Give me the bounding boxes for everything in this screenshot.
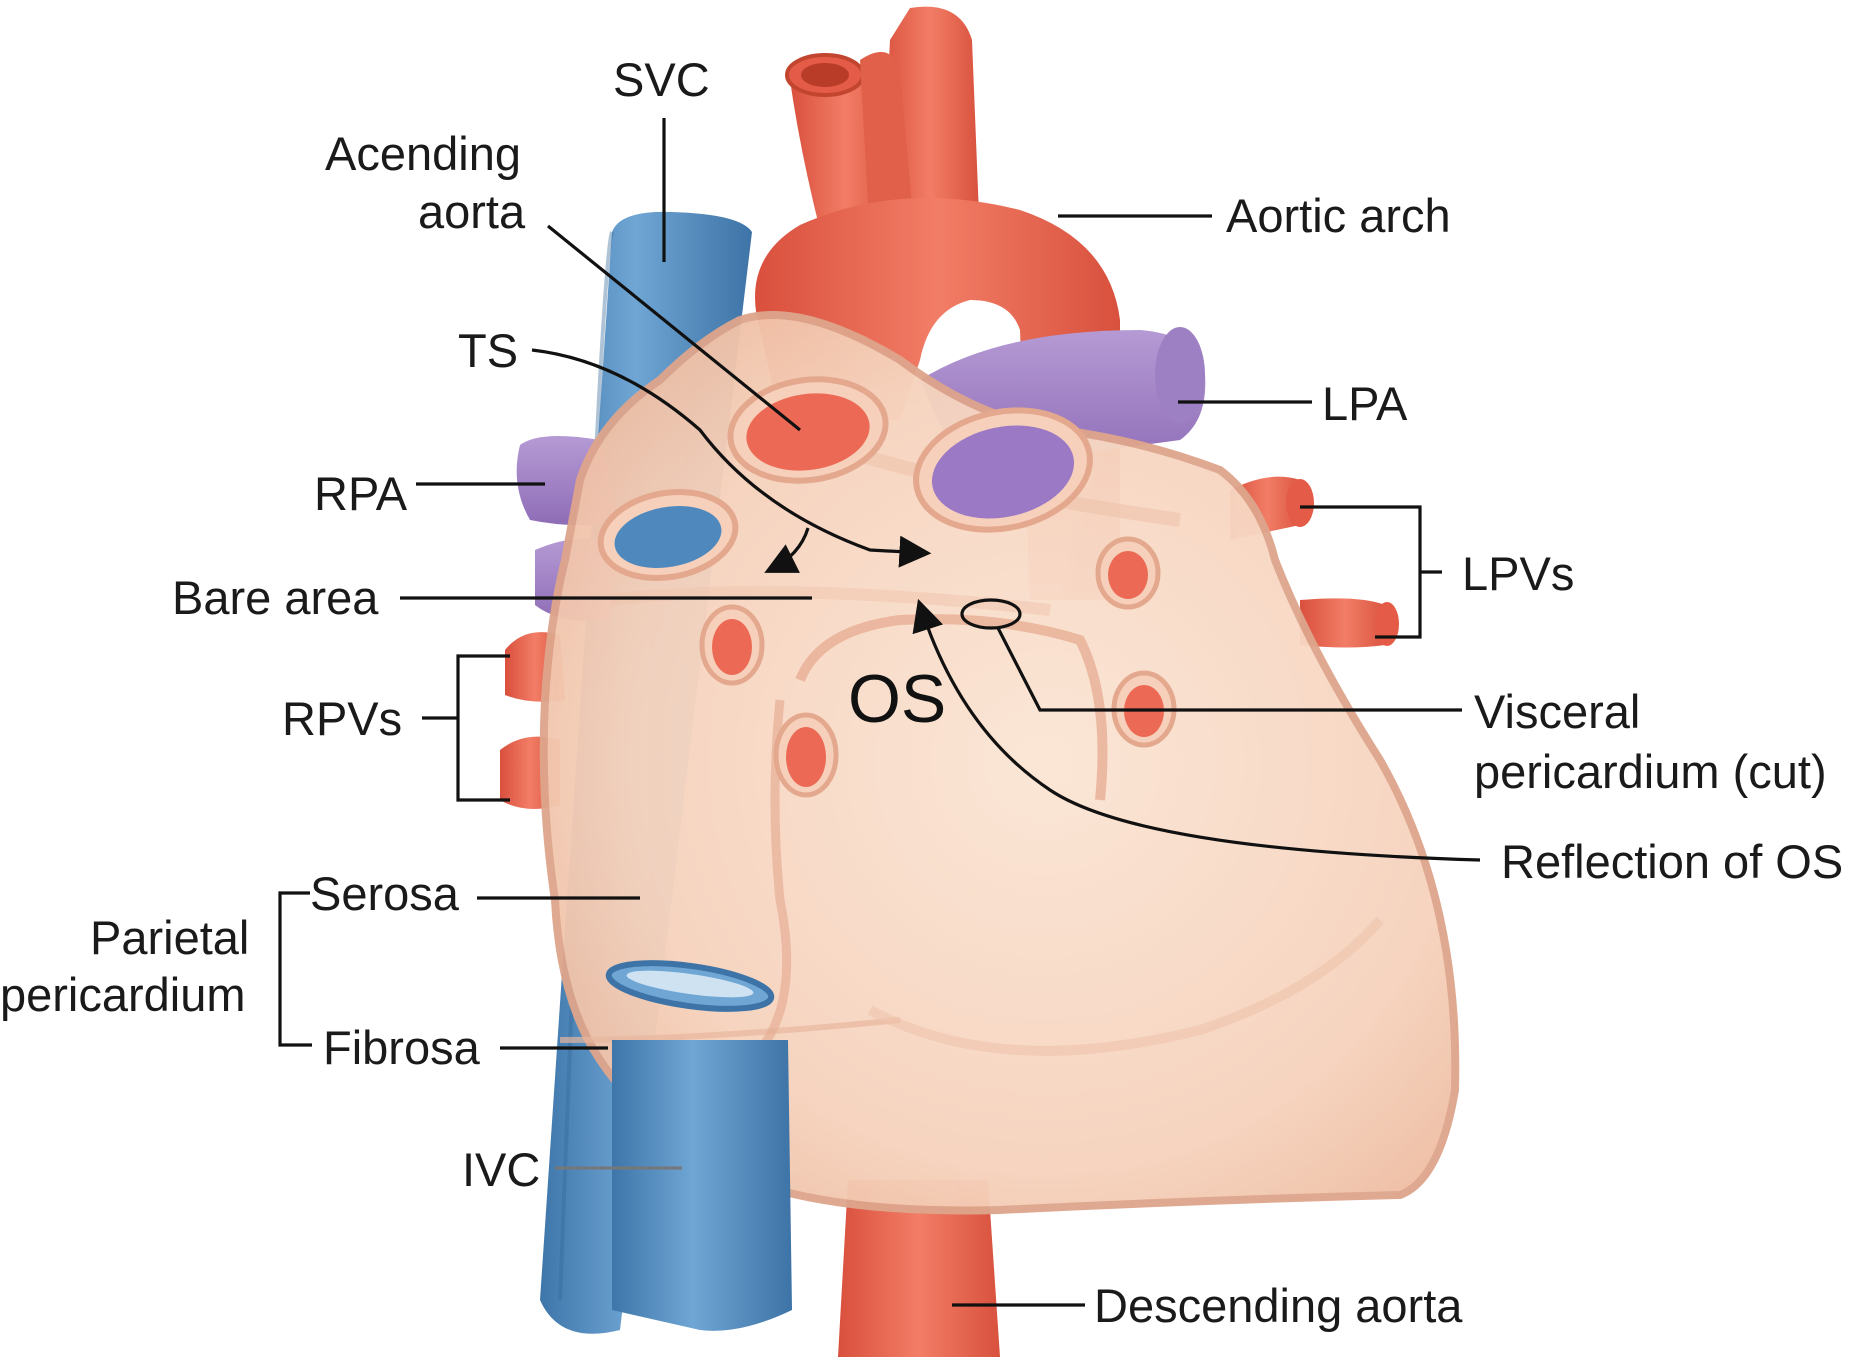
label-svc: SVC <box>613 53 710 106</box>
pericardial-sac <box>539 311 1460 1215</box>
label-fibrosa: Fibrosa <box>323 1021 481 1074</box>
label-serosa: Serosa <box>310 867 460 920</box>
label-reflection-of-os: Reflection of OS <box>1501 835 1843 888</box>
label-bare-area: Bare area <box>172 571 379 624</box>
label-parietal-line1: Parietal <box>90 911 249 964</box>
label-ascending-aorta-line1: Acending <box>325 127 521 180</box>
leader-lines <box>278 118 1481 1307</box>
label-os: OS <box>848 661 946 737</box>
label-parietal-line2: pericardium <box>0 968 246 1021</box>
descending-aorta <box>838 1180 1000 1357</box>
label-aortic-arch: Aortic arch <box>1226 189 1451 242</box>
label-ts: TS <box>458 324 518 377</box>
inferior-vena-cava <box>612 1040 792 1331</box>
label-ascending-aorta-line2: aorta <box>418 185 526 238</box>
label-descending-aorta: Descending aorta <box>1094 1279 1463 1332</box>
label-visceral-line1: Visceral <box>1474 685 1640 738</box>
labels: SVC Acending aorta Aortic arch TS LPA RP… <box>0 53 1843 1332</box>
label-visceral-line2: pericardium (cut) <box>1474 745 1827 798</box>
label-lpvs: LPVs <box>1462 547 1574 600</box>
label-rpa: RPA <box>314 467 408 520</box>
label-ivc: IVC <box>462 1143 540 1196</box>
label-lpa: LPA <box>1322 377 1408 430</box>
label-rpvs: RPVs <box>282 692 402 745</box>
